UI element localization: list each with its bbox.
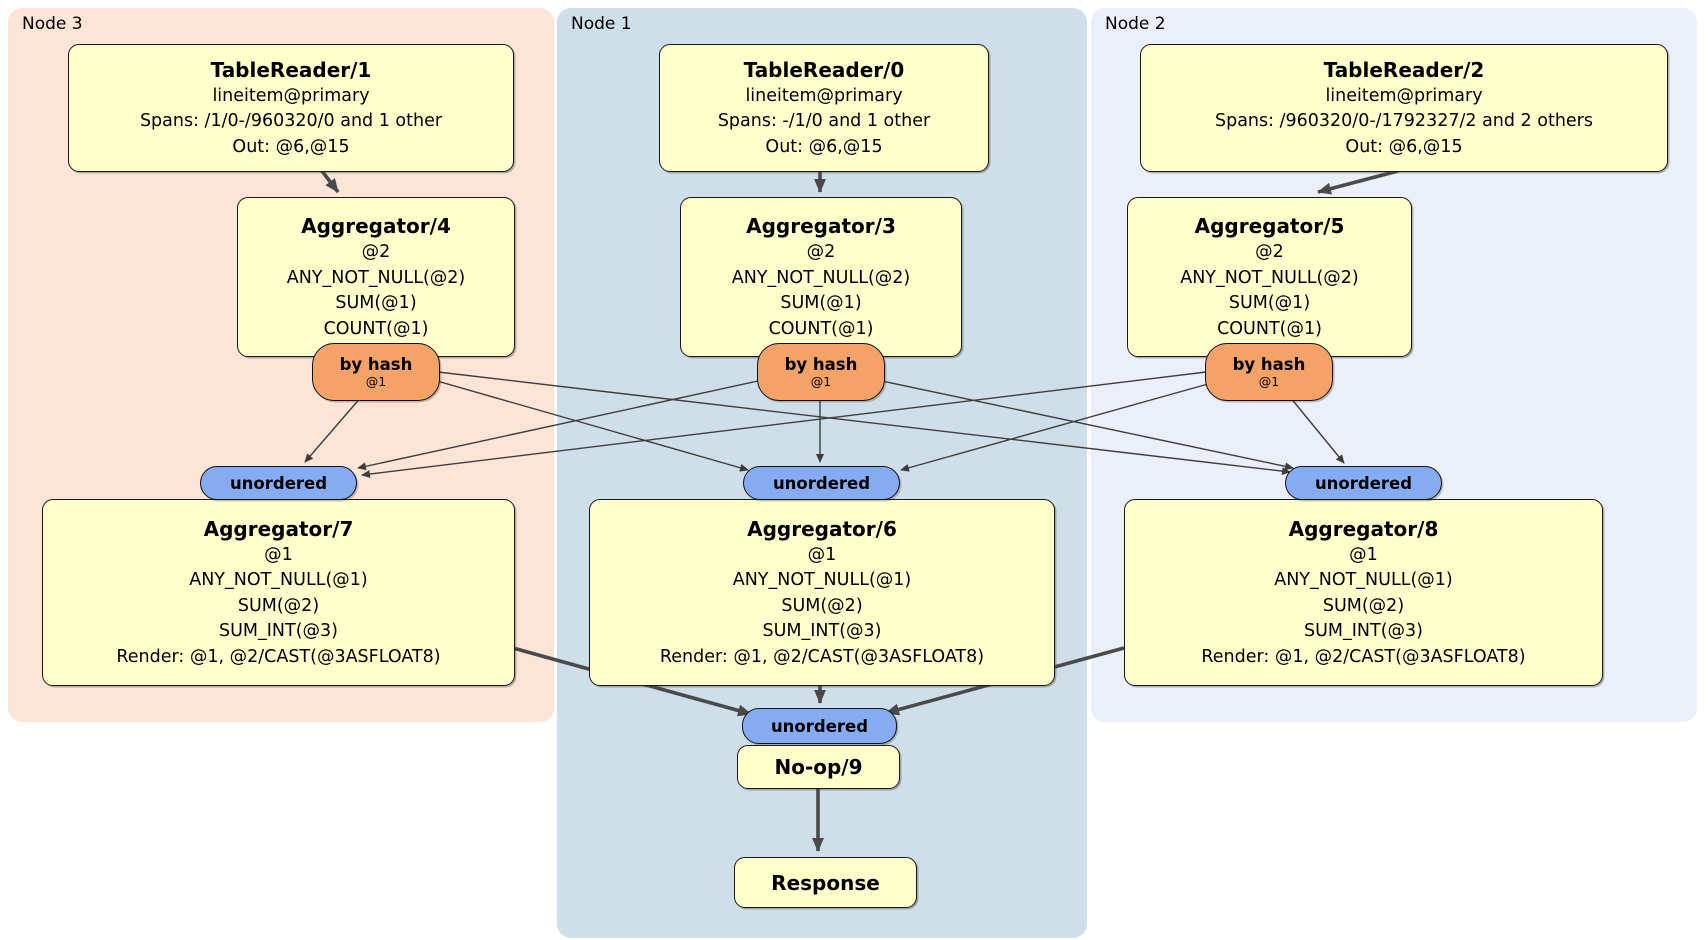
box-line: Out: @6,@15 bbox=[765, 136, 883, 157]
box-line: @2 bbox=[361, 242, 391, 262]
box-line: ANY_NOT_NULL(@2) bbox=[1180, 267, 1359, 288]
oval-sub: @1 bbox=[810, 374, 832, 389]
oval-title: unordered bbox=[770, 716, 869, 736]
box-line: SUM(@1) bbox=[1228, 293, 1311, 313]
box-title: TableReader/2 bbox=[1323, 57, 1485, 82]
box-line: Render: @1, @2/CAST(@3ASFLOAT8) bbox=[116, 646, 441, 667]
box-title: TableReader/1 bbox=[210, 57, 372, 82]
box-title: Aggregator/8 bbox=[1288, 516, 1439, 541]
box-line: ANY_NOT_NULL(@2) bbox=[286, 267, 466, 288]
box-line: Out: @6,@15 bbox=[1345, 136, 1463, 157]
box-line: SUM(@2) bbox=[1322, 595, 1405, 616]
edge-byhash5-to-unordered8 bbox=[1289, 396, 1345, 464]
edge-byhash3-to-unordered8 bbox=[881, 380, 1294, 471]
box-line: SUM(@2) bbox=[237, 595, 320, 616]
stream-oval-unordered9: unordered bbox=[742, 708, 897, 744]
box-line: @2 bbox=[806, 242, 836, 262]
box-line: ANY_NOT_NULL(@1) bbox=[189, 570, 368, 591]
box-line: ANY_NOT_NULL(@1) bbox=[732, 570, 912, 591]
box-title: Response bbox=[771, 870, 880, 895]
node-group-label: Node 1 bbox=[571, 14, 632, 34]
box-title: Aggregator/3 bbox=[746, 214, 896, 238]
box-line: Render: @1, @2/CAST(@3ASFLOAT8) bbox=[1201, 646, 1526, 667]
oval-title: by hash bbox=[1232, 355, 1306, 374]
box-line: Spans: -/1/0 and 1 other bbox=[717, 111, 931, 132]
box-line: Spans: /960320/0-/1792327/2 and 2 others bbox=[1214, 111, 1593, 132]
edge-byhash4-to-unordered8 bbox=[437, 371, 1291, 476]
hash-router-oval-byhash4: by hash@1 bbox=[312, 343, 440, 401]
box-line: ANY_NOT_NULL(@1) bbox=[1274, 570, 1453, 591]
box-line: lineitem@primary bbox=[745, 85, 903, 106]
box-title: TableReader/0 bbox=[743, 57, 905, 82]
stream-oval-unordered6: unordered bbox=[743, 466, 900, 500]
stream-oval-unordered8: unordered bbox=[1285, 466, 1442, 500]
box-line: ANY_NOT_NULL(@2) bbox=[731, 267, 911, 288]
box-title: No-op/9 bbox=[774, 755, 863, 779]
box-line: COUNT(@1) bbox=[323, 318, 429, 339]
box-line: @1 bbox=[807, 544, 837, 565]
box-line: lineitem@primary bbox=[1325, 85, 1483, 106]
box-line: SUM(@1) bbox=[335, 293, 417, 313]
box-title: Aggregator/4 bbox=[301, 214, 451, 238]
edge-byhash3-to-unordered7 bbox=[357, 380, 759, 471]
plan-box-noop9: No-op/9 bbox=[737, 745, 900, 789]
plan-box-response: Response bbox=[734, 857, 917, 908]
box-title: Aggregator/7 bbox=[203, 516, 354, 541]
hash-router-oval-byhash3: by hash@1 bbox=[757, 343, 885, 401]
box-line: COUNT(@1) bbox=[1217, 318, 1322, 339]
box-line: @1 bbox=[264, 544, 293, 565]
box-line: @2 bbox=[1255, 242, 1284, 262]
box-line: SUM(@1) bbox=[780, 293, 862, 313]
box-line: Spans: /1/0-/960320/0 and 1 other bbox=[139, 111, 443, 132]
edge-byhash4-to-unordered7 bbox=[304, 395, 363, 463]
hash-router-oval-byhash5: by hash@1 bbox=[1205, 343, 1333, 401]
stream-oval-unordered7: unordered bbox=[200, 466, 357, 500]
box-line: SUM_INT(@3) bbox=[219, 621, 338, 642]
edge-byhash5-to-unordered6 bbox=[900, 383, 1209, 472]
box-title: Aggregator/5 bbox=[1194, 214, 1345, 238]
box-line: SUM_INT(@3) bbox=[1304, 621, 1423, 642]
oval-title: by hash bbox=[784, 355, 858, 374]
box-line: SUM_INT(@3) bbox=[762, 621, 882, 642]
oval-sub: @1 bbox=[365, 374, 387, 389]
edge-tablereader1-to-aggregator4 bbox=[320, 169, 340, 194]
oval-title: unordered bbox=[1314, 473, 1413, 493]
box-line: Render: @1, @2/CAST(@3ASFLOAT8) bbox=[659, 646, 985, 667]
box-title: Aggregator/6 bbox=[747, 516, 897, 541]
box-line: COUNT(@1) bbox=[768, 318, 874, 339]
edge-byhash4-to-unordered6 bbox=[436, 380, 749, 472]
edge-byhash5-to-unordered7 bbox=[361, 371, 1207, 479]
oval-title: unordered bbox=[772, 473, 871, 493]
box-line: @1 bbox=[1349, 544, 1378, 565]
edge-tablereader2-to-aggregator5 bbox=[1317, 169, 1399, 195]
node-group-label: Node 2 bbox=[1105, 14, 1166, 34]
node-group-label: Node 3 bbox=[22, 14, 83, 34]
oval-title: by hash bbox=[339, 355, 413, 374]
box-line: Out: @6,@15 bbox=[232, 136, 350, 157]
oval-sub: @1 bbox=[1258, 374, 1280, 389]
box-line: SUM(@2) bbox=[781, 595, 863, 616]
box-line: lineitem@primary bbox=[212, 85, 370, 106]
oval-title: unordered bbox=[229, 473, 328, 493]
